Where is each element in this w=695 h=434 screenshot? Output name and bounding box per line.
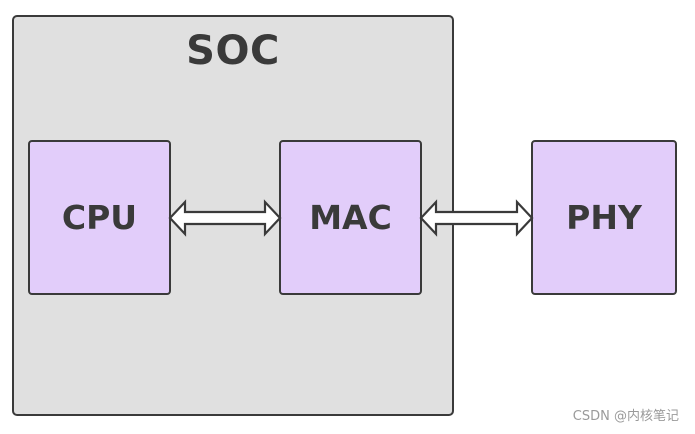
mac-phy-double-arrow bbox=[419, 199, 534, 237]
watermark-text: CSDN @内核笔记 bbox=[572, 409, 679, 424]
mac-label: MAC bbox=[309, 198, 392, 237]
mac-block: MAC bbox=[279, 140, 422, 295]
soc-label: SOC bbox=[186, 28, 280, 74]
phy-block: PHY bbox=[531, 140, 677, 295]
cpu-block: CPU bbox=[28, 140, 171, 295]
phy-label: PHY bbox=[566, 198, 642, 237]
cpu-mac-double-arrow bbox=[168, 199, 282, 237]
cpu-label: CPU bbox=[61, 198, 138, 237]
